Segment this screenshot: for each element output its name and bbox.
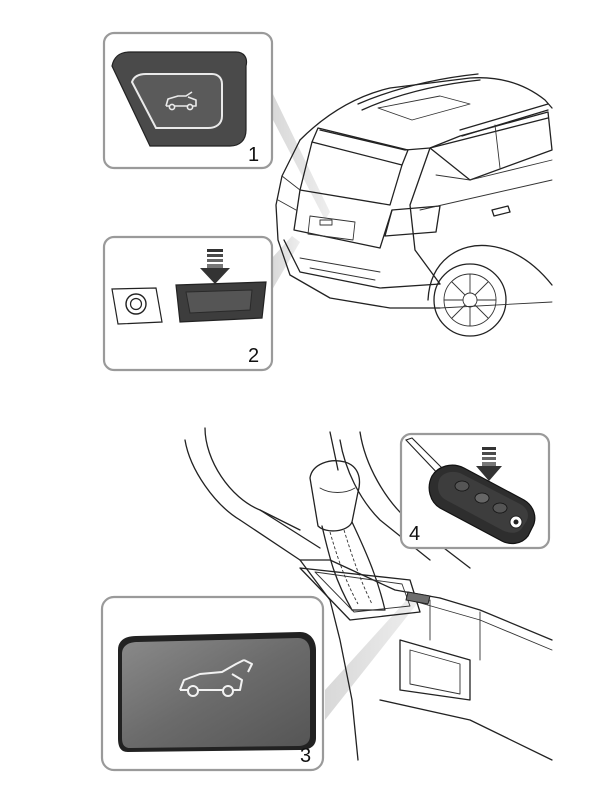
liftgate-car-icon [179,659,253,697]
gear-shift-lever [299,460,421,621]
callout-3-console-button: 3 [100,595,325,772]
suv-rear-illustration [272,73,553,337]
rear-camera [111,287,163,325]
liftgate-car-icon [165,91,197,111]
console-liftgate-button [405,591,431,605]
guide-beam-3 [325,594,420,720]
remote-key-icon [405,437,536,545]
callout-2-rear-handle-switch: 2 [102,235,274,372]
guide-beam-1 [272,92,330,220]
callout-number-3: 3 [300,745,311,767]
callout-number-4: 4 [409,523,420,545]
callout-number-1: 1 [248,144,259,166]
center-console-illustration [184,427,553,761]
press-down-arrow-icon [476,447,502,481]
callout-1-tailgate-switch: 1 [102,31,274,170]
callout-4-key-fob: 4 [399,432,551,550]
callout-number-2: 2 [248,345,259,367]
console-button-face [122,638,310,748]
press-down-arrow-icon [200,249,230,284]
tailgate-switch-button [130,73,223,129]
